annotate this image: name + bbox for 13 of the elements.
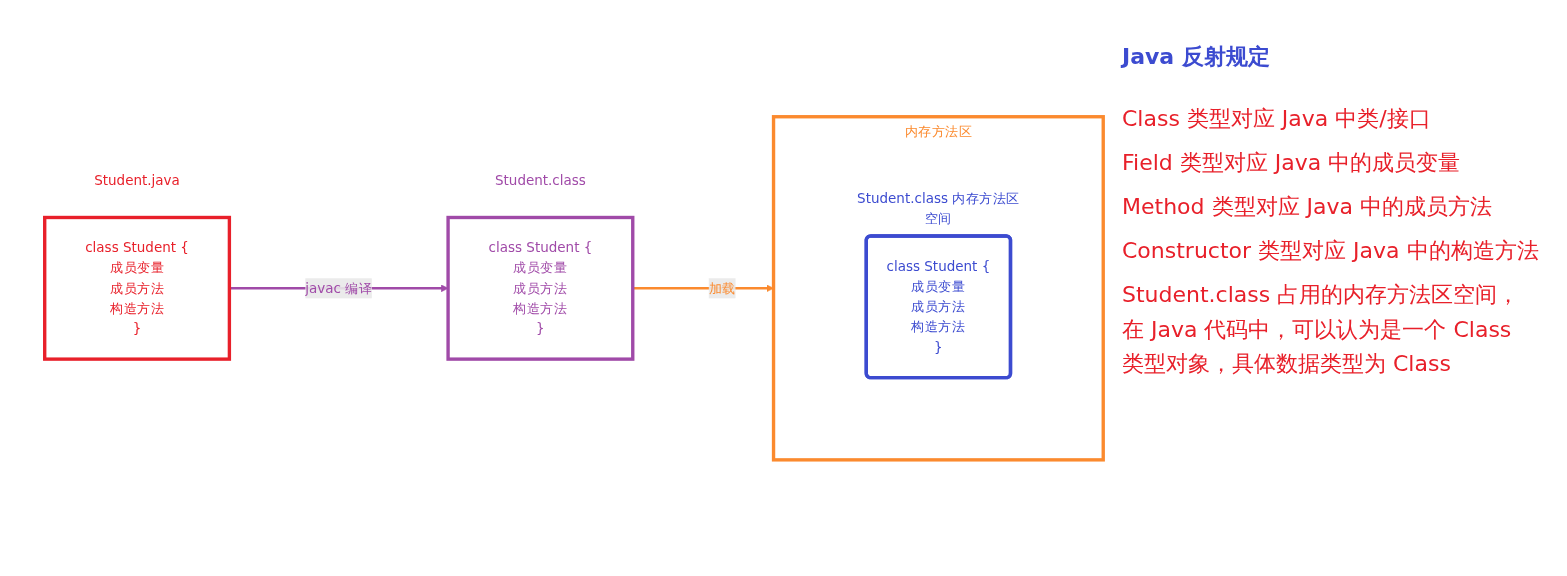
node-box: class Student { 成员变量 成员方法 构造方法 }: [446, 215, 635, 361]
node-label: Student.class 内存方法区空间: [857, 190, 1020, 227]
note-text: Field 类型对应 Java 中的成员变量: [1122, 149, 1462, 178]
edge-label: 加载: [708, 279, 736, 296]
note-text: Constructor 类型对应 Java 中的构造方法: [1122, 237, 1540, 266]
node-box: class Student { 成员变量 成员方法 构造方法 }: [43, 215, 232, 361]
edge-label: javac 编译: [305, 279, 373, 296]
note-text: Class 类型对应 Java 中类/接口: [1122, 105, 1432, 134]
node-label: Student.java: [94, 171, 180, 188]
note-text: Method 类型对应 Java 中的成员方法: [1122, 193, 1493, 222]
notes-heading: Java 反射规定: [1122, 43, 1271, 71]
note-text: Student.class 占用的内存方法区空间，在 Java 代码中，可以认为是一个 Class 类型对象，具体数据类型为 Class: [1122, 281, 1521, 378]
node-label: Student.class: [494, 171, 586, 188]
